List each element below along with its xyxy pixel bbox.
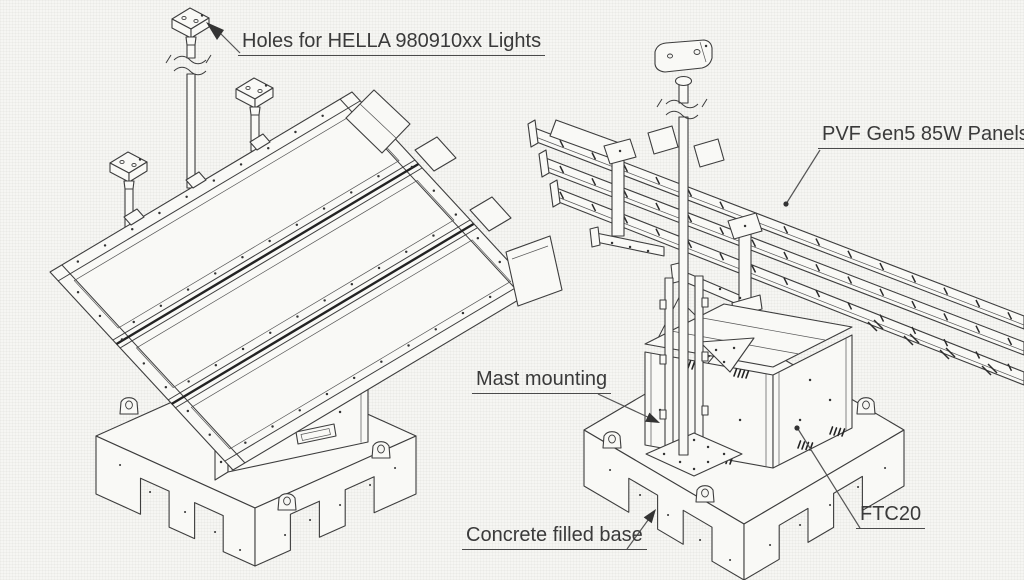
leader-arrow-mast <box>645 412 660 423</box>
lifting-lug <box>119 397 139 415</box>
concrete-base-rear-view <box>583 397 905 580</box>
lifting-lug <box>695 485 715 503</box>
leader-lines <box>206 22 861 550</box>
gusset-plate <box>699 337 755 373</box>
mast-break-mark <box>165 54 212 76</box>
panel-end-piece <box>505 235 563 307</box>
light-mast-rear <box>654 39 713 456</box>
light-bracket-plate <box>654 39 713 73</box>
label-ftc20: FTC20 <box>856 503 926 529</box>
support-posts <box>589 138 763 318</box>
leader-arrow-lights <box>206 22 224 40</box>
label-concrete-base: Concrete filled base <box>462 524 647 550</box>
leader-dot-panels <box>783 201 789 207</box>
front-view-figure <box>49 6 536 567</box>
panel-slats <box>505 119 1024 386</box>
ftc20-box <box>644 303 853 469</box>
mast-break-mark <box>656 98 708 120</box>
concrete-base-front-view <box>95 397 417 567</box>
lifting-lug <box>602 431 622 449</box>
lifting-lug <box>371 441 391 459</box>
leader-dot-ftc20 <box>794 425 800 431</box>
label-mast-mounting: Mast mounting <box>472 368 612 394</box>
mast-baseplate <box>645 432 743 477</box>
label-lights: Holes for HELLA 980910xx Lights <box>238 30 546 56</box>
lifting-lug <box>277 493 297 511</box>
mast-mounting-assembly <box>645 275 743 477</box>
label-panels: PVF Gen5 85W Panels <box>818 123 1024 149</box>
rear-view-figure <box>505 39 1024 580</box>
lifting-lug <box>856 397 876 415</box>
leader-arrow-base <box>643 509 656 524</box>
